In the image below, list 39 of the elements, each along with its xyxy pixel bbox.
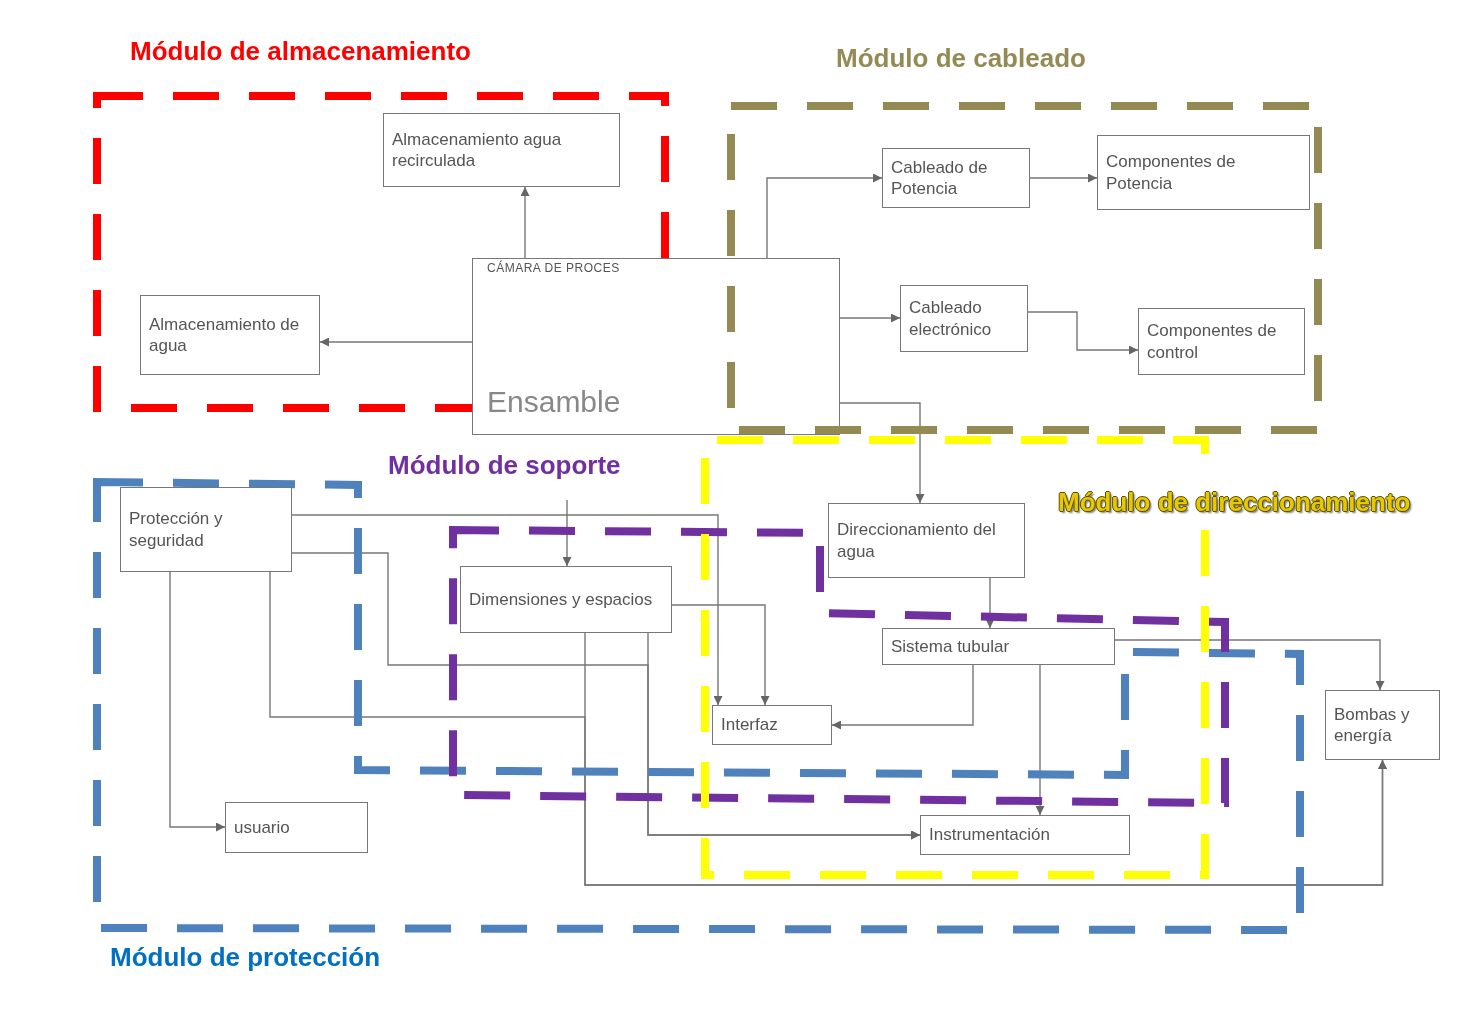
module-heading: Módulo de cableado — [836, 43, 1086, 74]
arrow — [169, 571, 226, 832]
process-box: Protección y seguridad — [120, 487, 292, 572]
module-heading: Módulo de protección — [110, 942, 381, 973]
module-heading: Módulo de direccionamiento — [1058, 487, 1411, 518]
process-box — [472, 258, 840, 435]
process-box: Almacenamiento de agua — [140, 295, 320, 375]
arrow — [520, 186, 530, 259]
arrow — [291, 514, 723, 706]
arrow — [839, 313, 901, 323]
process-box: Direccionamiento del agua — [828, 503, 1025, 578]
process-box: Componentes de Potencia — [1097, 135, 1310, 210]
arrow — [831, 664, 974, 730]
process-box: Cableado de Potencia — [882, 148, 1030, 208]
box-heading: CÁMARA DE PROCES — [487, 261, 621, 276]
module-heading: Módulo de soporte — [388, 450, 621, 481]
arrow — [671, 604, 770, 706]
arrow — [1029, 173, 1098, 183]
process-box: Cableado electrónico — [900, 285, 1028, 352]
arrow — [319, 337, 473, 347]
process-box: usuario — [225, 802, 368, 853]
arrow — [1114, 639, 1385, 691]
process-box: Instrumentación — [920, 815, 1130, 855]
arrow — [562, 499, 572, 567]
arrow — [647, 632, 921, 840]
arrow — [1035, 664, 1045, 816]
process-box: Bombas y energía — [1325, 690, 1440, 760]
process-box: Dimensiones y espacios — [460, 566, 672, 633]
box-label: Ensamble — [487, 383, 622, 420]
arrow — [839, 402, 925, 504]
arrow — [766, 173, 883, 259]
arrow — [1027, 311, 1139, 355]
arrow — [985, 577, 995, 629]
process-box: Sistema tubular — [882, 628, 1115, 665]
process-box: Interfaz — [712, 705, 832, 745]
process-box: Almacenamiento agua recirculada — [383, 113, 620, 187]
process-box: Componentes de control — [1138, 308, 1305, 375]
arrow — [584, 632, 1387, 886]
module-heading: Módulo de almacenamiento — [130, 36, 471, 67]
